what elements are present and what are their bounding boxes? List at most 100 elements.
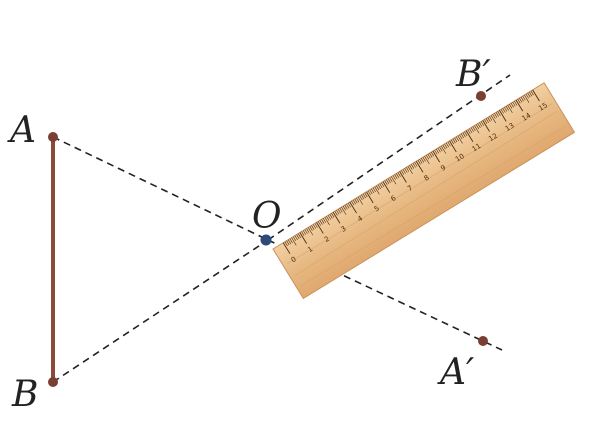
ruler-tick	[469, 128, 473, 134]
ruler-tick	[331, 213, 335, 218]
point-o[interactable]	[260, 234, 272, 246]
ruler-tick	[374, 186, 380, 195]
point-a[interactable]	[48, 132, 58, 142]
ruler-tick	[412, 163, 416, 168]
ruler-tick	[414, 162, 418, 167]
ruler-tick	[504, 107, 508, 112]
ruler-number: 13	[504, 122, 516, 133]
ruler-tick	[282, 242, 291, 255]
ruler-tick	[424, 155, 430, 164]
ruler-tick	[289, 238, 293, 244]
ruler-tick	[401, 170, 405, 175]
ruler-tick	[490, 115, 497, 124]
ruler-tick	[314, 223, 318, 228]
ruler-tick	[327, 215, 331, 220]
ruler-tick	[427, 153, 431, 159]
ruler-tick	[432, 150, 441, 163]
ruler-tick	[452, 138, 456, 144]
dashed-line-b-to-o	[52, 239, 269, 383]
ruler-tick	[357, 196, 364, 205]
ruler-body	[272, 82, 576, 300]
ruler-grain-2	[293, 110, 558, 277]
ruler-tick	[467, 129, 471, 135]
ruler-tick	[394, 174, 398, 179]
ruler-tick	[447, 141, 451, 147]
ruler-tick	[477, 123, 481, 128]
ruler-tick	[454, 137, 458, 143]
ruler-tick	[311, 225, 315, 230]
point-b[interactable]	[48, 377, 58, 387]
label-a-prime: A′	[437, 352, 474, 393]
ruler-tick	[472, 126, 476, 131]
ruler-number: 11	[471, 142, 483, 153]
ruler-number: 6	[389, 194, 397, 203]
point-a-prime[interactable]	[478, 336, 488, 346]
ruler-tick	[349, 201, 357, 214]
ruler-tick	[351, 200, 355, 206]
ruler-tick	[434, 149, 438, 155]
ruler-tick	[354, 198, 358, 204]
ruler-tick	[371, 188, 375, 194]
ruler-tick	[530, 90, 534, 96]
ruler-tick	[482, 120, 490, 132]
ruler-tick	[389, 177, 393, 182]
ruler-tick	[512, 101, 516, 107]
point-b-prime[interactable]	[476, 91, 486, 101]
ruler-tick	[402, 169, 406, 174]
ruler-tick	[445, 142, 450, 148]
ruler-tick	[450, 139, 455, 145]
ruler-tick	[422, 156, 426, 162]
ruler-tick	[319, 220, 323, 225]
ruler-tick	[372, 187, 376, 193]
ruler-tick	[294, 235, 298, 241]
ruler-tick	[324, 217, 330, 226]
ruler-tick	[489, 116, 493, 121]
ruler-tick	[407, 166, 413, 175]
ruler-number: 4	[356, 214, 364, 223]
ruler-tick	[460, 133, 465, 139]
ruler-tick	[302, 230, 307, 235]
ruler-tick	[376, 185, 380, 191]
ruler-number: 9	[439, 164, 447, 173]
ruler-tick	[435, 148, 440, 154]
ruler-tick	[309, 226, 313, 231]
ruler-tick	[287, 239, 292, 245]
ruler-tick	[316, 222, 324, 234]
dashed-line-a-to-o	[52, 136, 269, 241]
ruler-tick	[522, 95, 526, 101]
ruler-tick	[344, 204, 348, 210]
ruler-tick	[494, 113, 498, 118]
ruler-tick	[464, 131, 468, 137]
ruler-tick	[384, 180, 388, 185]
ruler-tick	[392, 175, 396, 180]
ruler-tick	[500, 109, 504, 114]
ruler-tick	[356, 197, 360, 203]
ruler-tick	[361, 194, 365, 200]
ruler-tick	[307, 227, 314, 236]
ruler-tick	[321, 219, 325, 224]
ruler-tick	[415, 160, 424, 173]
ruler-tick	[440, 145, 447, 154]
ruler-tick	[442, 144, 446, 150]
ruler-tick	[502, 108, 506, 113]
ruler-tick	[332, 211, 341, 224]
ruler-tick	[420, 158, 425, 163]
ruler-tick	[505, 106, 509, 111]
ruler-tick	[339, 207, 343, 213]
ruler-tick	[529, 91, 533, 97]
ruler-number: 5	[373, 204, 381, 213]
ruler-tick	[429, 152, 433, 158]
ruler-tick	[409, 165, 413, 170]
ruler-tick	[336, 209, 340, 215]
ruler-tick	[498, 110, 507, 122]
ruler-tick	[391, 176, 397, 185]
ruler-tick	[525, 93, 529, 99]
ruler-tick	[455, 136, 460, 142]
ruler-tick	[382, 181, 391, 193]
ruler-grain-1	[286, 103, 553, 265]
ruler-tick	[377, 184, 381, 190]
ruler-tick	[457, 135, 463, 144]
